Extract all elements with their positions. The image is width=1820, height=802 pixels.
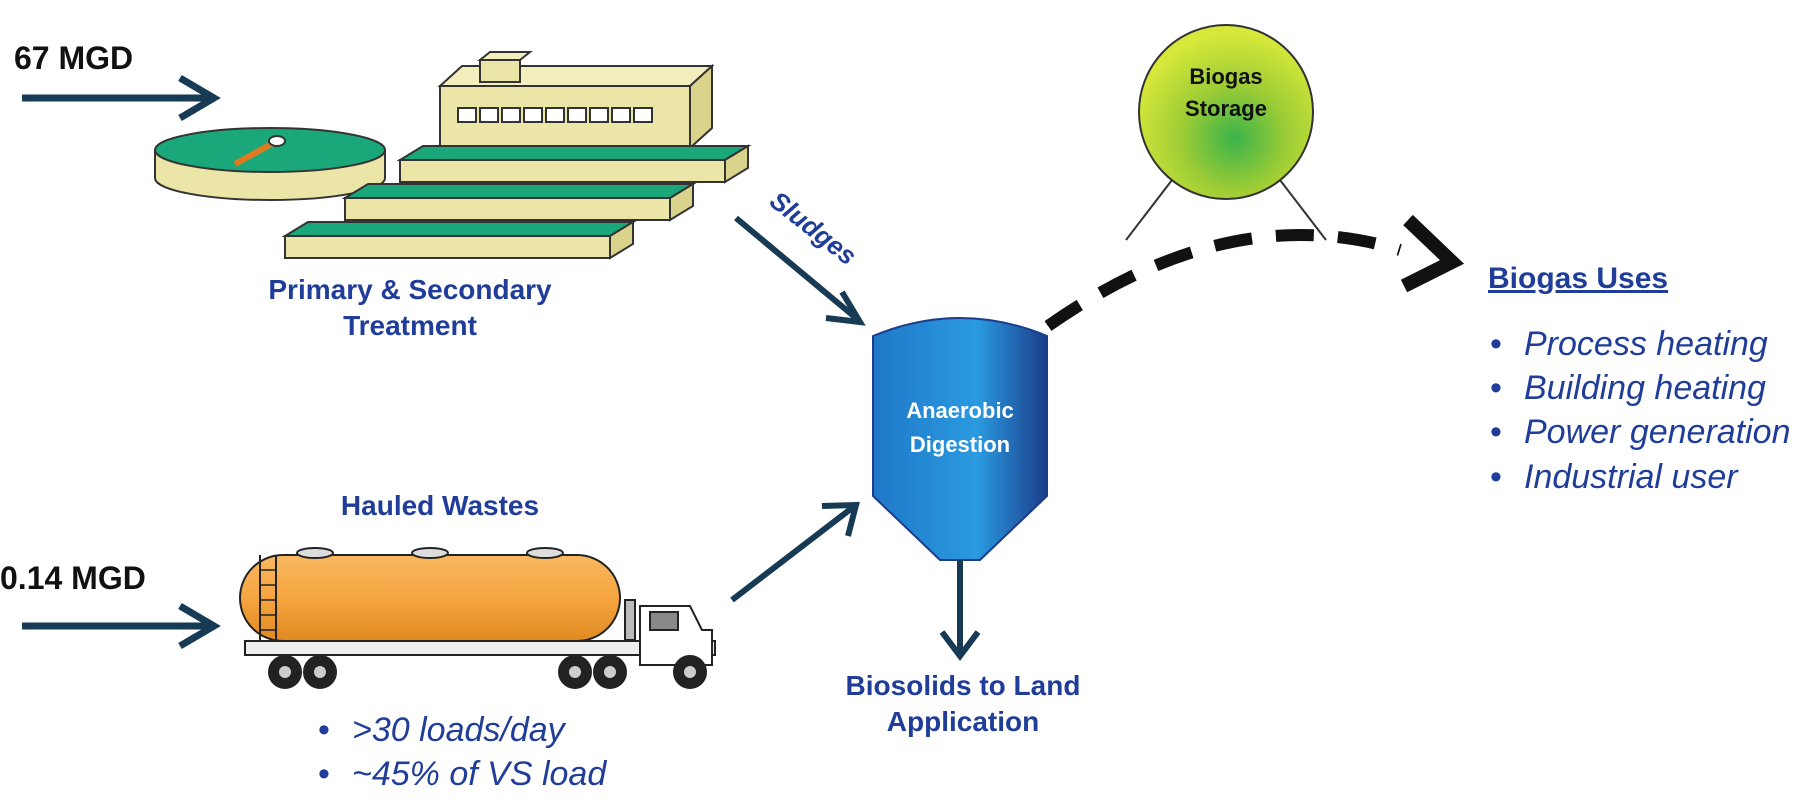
hauled-inflow-arrow (22, 602, 221, 650)
hauled-bullet-loads: >30 loads/day (318, 708, 606, 752)
biosolids-arrow (939, 560, 981, 661)
biogas-use-building: Building heating (1490, 366, 1815, 410)
hauled-flow-label: 0.14 MGD (0, 560, 146, 596)
main-flow-label: 67 MGD (14, 40, 134, 76)
hauled-bullet-vs: ~45% of VS load (318, 752, 606, 796)
digester-label-line2: Digestion (910, 432, 1010, 457)
main-inflow-arrow (22, 74, 221, 122)
sludges-arrow (734, 215, 866, 326)
biogas-uses-list: Process heating Building heating Power g… (1490, 322, 1815, 499)
biogas-dashed-arrow (1044, 214, 1465, 331)
anaerobic-digester (872, 317, 1048, 561)
tanker-truck-illustration (239, 547, 716, 689)
hauled-bullets: >30 loads/day ~45% of VS load (318, 708, 606, 797)
storage-label-line2: Storage (1185, 96, 1267, 121)
storage-label-line1: Biogas (1189, 64, 1262, 89)
hauled-to-digester-arrow (730, 501, 860, 603)
hauled-wastes-title: Hauled Wastes (340, 490, 540, 521)
biogas-use-power: Power generation (1490, 410, 1815, 454)
biogas-storage-sphere (1125, 24, 1327, 241)
biogas-use-process: Process heating (1490, 322, 1815, 366)
digester-label-line1: Anaerobic (906, 398, 1014, 423)
treatment-label: Primary & Secondary Treatment (268, 274, 552, 342)
sludges-label: Sludges (764, 185, 862, 271)
biogas-use-industrial: Industrial user (1490, 455, 1815, 499)
biogas-uses-title: Biogas Uses (1488, 262, 1669, 295)
treatment-plant-illustration (154, 51, 752, 260)
biosolids-label: Biosolids to Land Application (845, 670, 1081, 738)
